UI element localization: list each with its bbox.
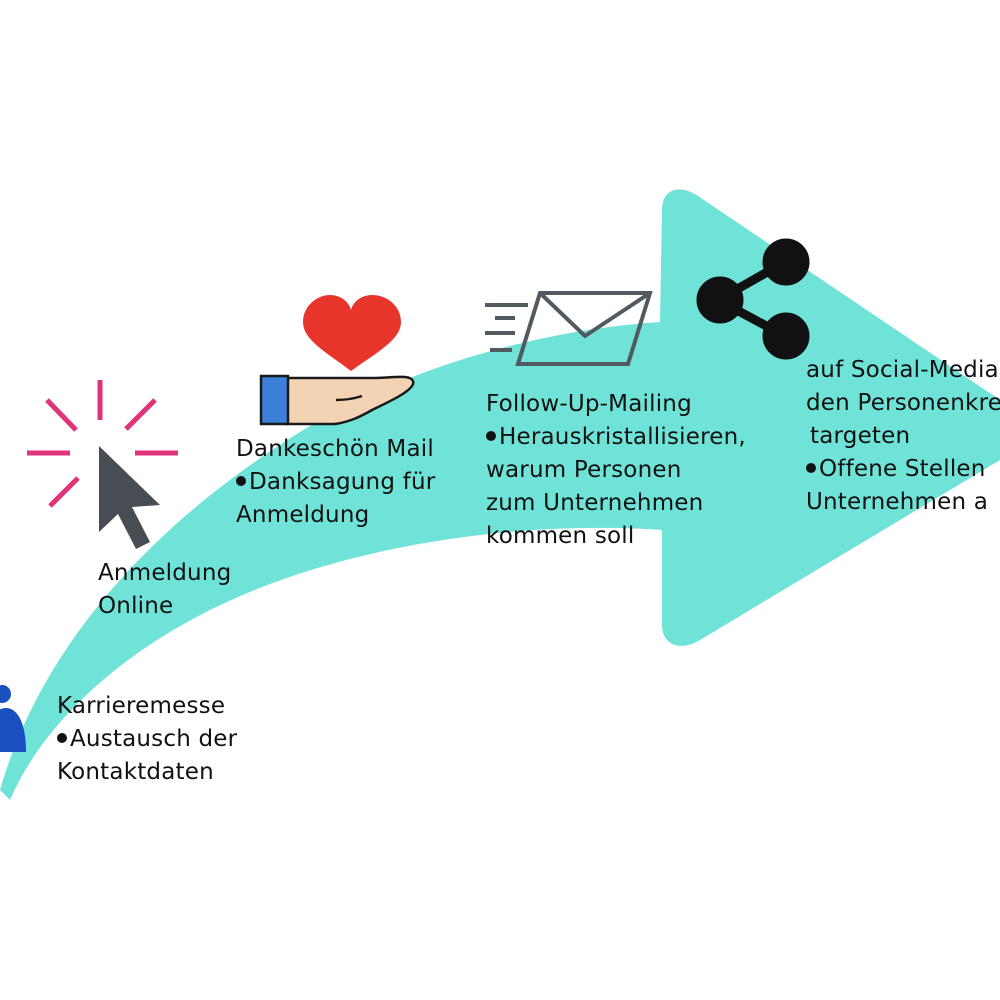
step-dankeschoen-mail: Dankeschön Mail Danksagung für Anmeldung [236, 433, 435, 532]
heart-hand-icon [259, 295, 415, 426]
step-title: Dankeschön Mail [236, 436, 434, 462]
click-burst [27, 380, 178, 508]
person-icon [0, 685, 26, 752]
bullet-dot [486, 431, 496, 441]
step-title: Follow-Up-Mailing [486, 391, 692, 417]
step-social-media: auf Social-Media den Personenkreis targe… [806, 354, 1000, 519]
hand-shape [285, 375, 415, 426]
step-line: targeten [810, 423, 911, 449]
step-title: Karrieremesse [57, 693, 226, 719]
heart-shape [303, 295, 401, 371]
step-title: Anmeldung [98, 560, 232, 586]
step-line: Unternehmen a [806, 489, 989, 515]
step-line: zum Unternehmen [486, 490, 704, 516]
bullet-dot [57, 733, 67, 743]
cursor-arrow [99, 446, 160, 549]
hand-finger-line [335, 394, 363, 402]
bullet-dot [806, 463, 816, 473]
bullet-dot [236, 476, 246, 486]
step-bullet: Offene Stellen [806, 453, 1000, 486]
step-bullet: Austausch der [57, 723, 237, 756]
sleeve [259, 374, 290, 426]
step-line: den Personenkreis [806, 390, 1000, 416]
click-cursor-icon [27, 380, 178, 549]
step-follow-up-mailing: Follow-Up-Mailing Herauskristallisieren,… [486, 388, 746, 553]
share-icon [696, 238, 810, 360]
envelope-flap [538, 291, 652, 339]
envelope [515, 291, 653, 366]
mail-icon [485, 291, 653, 366]
step-anmeldung: Anmeldung Online [98, 557, 231, 623]
step-line: Kontaktdaten [57, 759, 214, 785]
step-bullet: Danksagung für [236, 466, 435, 499]
arrow-shape [0, 189, 1000, 801]
step-karrieremesse: Karrieremesse Austausch der Kontaktdaten [57, 690, 237, 789]
step-title: auf Social-Media [806, 357, 999, 383]
step-bullet: Herauskristallisieren, [486, 421, 746, 454]
step-line: Online [98, 593, 174, 619]
step-line: kommen soll [486, 523, 635, 549]
step-line: Anmeldung [236, 502, 370, 528]
step-line: warum Personen [486, 457, 682, 483]
